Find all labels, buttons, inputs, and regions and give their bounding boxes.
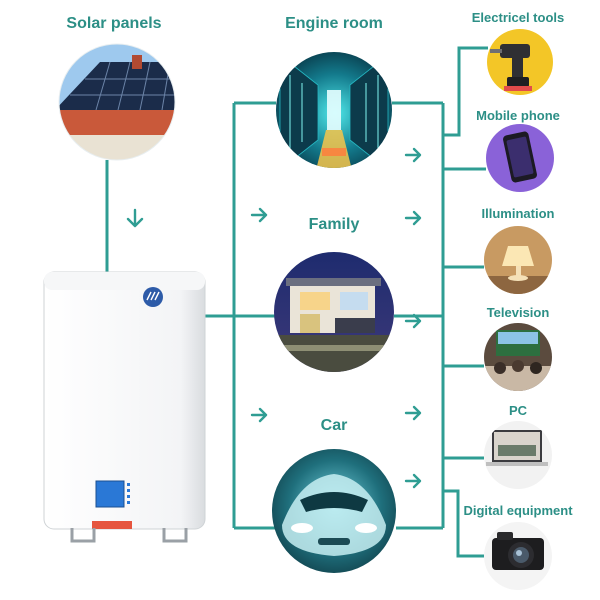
battery-status-leds (127, 483, 130, 504)
digital-equipment-label: Digital equipment (463, 503, 573, 518)
engine-room-image (276, 52, 392, 168)
battery-unit (43, 271, 206, 543)
electric-tools-image (487, 29, 553, 95)
solar-panels-image (59, 44, 175, 160)
digital-camera-image (484, 522, 552, 590)
arrow-right-icon (250, 407, 268, 423)
arrow-right-icon (404, 313, 422, 329)
arrow-right-icon (250, 207, 268, 223)
television-label: Television (486, 305, 550, 320)
battery-display-screen (95, 480, 125, 508)
mobile-phone-label: Mobile phone (476, 108, 560, 123)
arrow-right-icon (404, 405, 422, 421)
mobile-phone-image (486, 124, 554, 192)
family-label: Family (308, 216, 360, 233)
arrow-right-icon (404, 147, 422, 163)
illumination-label: Illumination (481, 206, 555, 221)
television-image (484, 323, 552, 391)
flow-arrows (126, 147, 422, 489)
car-image (272, 449, 396, 573)
arrow-down-icon (126, 208, 144, 228)
engine-room-label: Engine room (285, 15, 383, 32)
pc-image (484, 421, 552, 489)
left-handle (70, 528, 96, 543)
illumination-image (484, 226, 552, 294)
family-house-image (274, 252, 394, 372)
right-handle (162, 528, 188, 543)
pc-label: PC (508, 403, 528, 418)
connector-lines (105, 46, 488, 558)
car-label: Car (320, 417, 348, 434)
arrow-right-icon (404, 473, 422, 489)
arrow-right-icon (404, 210, 422, 226)
tools-elbow-line (443, 46, 488, 137)
solar-panels-label: Solar panels (66, 15, 162, 32)
electric-tools-label: Electricel tools (471, 10, 565, 25)
cam-elbow-line (443, 489, 484, 558)
